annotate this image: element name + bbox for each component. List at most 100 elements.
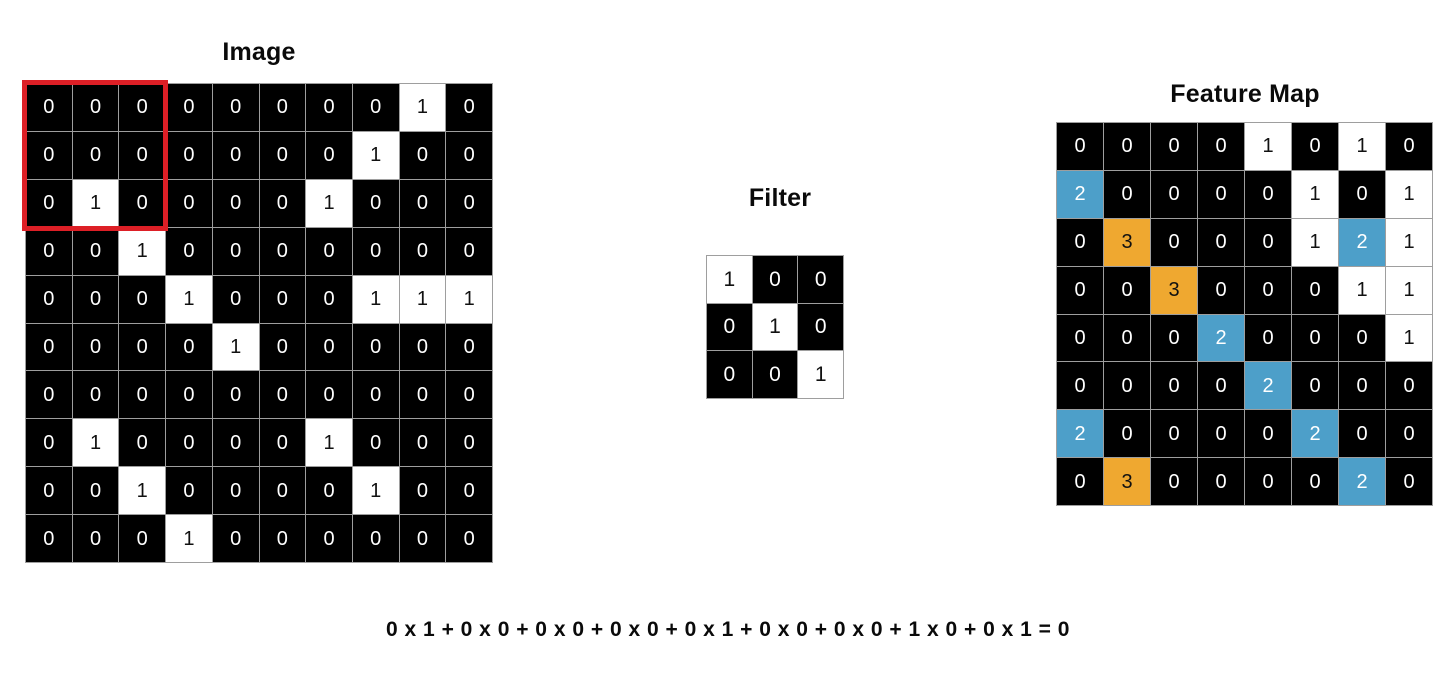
feature-map-cell-r8-c4: 0 — [1198, 458, 1244, 505]
image-cell-r1-c4: 0 — [166, 84, 212, 131]
feature-map-cell-r4-c1: 0 — [1057, 266, 1103, 314]
feature-map-cell-r3-c5: 0 — [1245, 218, 1291, 266]
image-cell-r1-c2: 0 — [72, 84, 119, 131]
image-cell-r5-c2: 0 — [72, 275, 119, 323]
feature-map-cell-r4-c3: 3 — [1151, 266, 1197, 314]
feature-map-cell-r6-c7: 0 — [1339, 362, 1385, 410]
filter-cell-r3-c3: 1 — [798, 351, 843, 398]
feature-map-cell-r3-c7: 2 — [1339, 218, 1385, 266]
feature-map-cell-r6-c8: 0 — [1386, 362, 1432, 410]
image-cell-r10-c3: 0 — [119, 515, 166, 562]
image-cell-r6-c6: 0 — [259, 323, 306, 371]
feature-map-cell-r1-c2: 0 — [1104, 123, 1150, 170]
feature-map-cell-r7-c3: 0 — [1151, 410, 1197, 458]
image-cell-r4-c9: 0 — [399, 227, 446, 275]
feature-map-cell-r1-c3: 0 — [1151, 123, 1197, 170]
image-cell-r8-c1: 0 — [26, 419, 72, 467]
image-cell-r3-c10: 0 — [446, 179, 492, 227]
image-cell-r8-c10: 0 — [446, 419, 492, 467]
image-cell-r5-c4: 1 — [166, 275, 212, 323]
filter-cell-r3-c2: 0 — [752, 351, 798, 398]
feature-map-cell-r2-c4: 0 — [1198, 170, 1244, 218]
feature-map-cell-r8-c6: 0 — [1292, 458, 1338, 505]
image-cell-r6-c10: 0 — [446, 323, 492, 371]
image-cell-r3-c3: 0 — [119, 179, 166, 227]
image-cell-r5-c8: 1 — [352, 275, 399, 323]
image-cell-r8-c8: 0 — [352, 419, 399, 467]
image-cell-r9-c7: 0 — [306, 467, 352, 515]
feature-map-cell-r2-c5: 0 — [1245, 170, 1291, 218]
feature-map-cell-r3-c6: 1 — [1292, 218, 1338, 266]
feature-map-cell-r2-c8: 1 — [1386, 170, 1432, 218]
image-cell-r9-c2: 0 — [72, 467, 119, 515]
filter-panel-title: Filter — [748, 184, 812, 212]
feature-map-cell-r8-c8: 0 — [1386, 458, 1432, 505]
feature-map-cell-r5-c4: 2 — [1198, 314, 1244, 362]
image-cell-r1-c7: 0 — [306, 84, 352, 131]
feature-map-cell-r5-c8: 1 — [1386, 314, 1432, 362]
image-cell-r3-c8: 0 — [352, 179, 399, 227]
image-cell-r4-c10: 0 — [446, 227, 492, 275]
image-cell-r3-c1: 0 — [26, 179, 72, 227]
image-panel-title: Image — [222, 38, 296, 66]
feature-map-cell-r8-c2: 3 — [1104, 458, 1150, 505]
image-cell-r4-c5: 0 — [212, 227, 259, 275]
feature-map-cell-r7-c5: 0 — [1245, 410, 1291, 458]
image-cell-r10-c9: 0 — [399, 515, 446, 562]
image-cell-r6-c7: 0 — [306, 323, 352, 371]
image-cell-r8-c6: 0 — [259, 419, 306, 467]
feature-map-cell-r6-c2: 0 — [1104, 362, 1150, 410]
image-cell-r7-c10: 0 — [446, 371, 492, 419]
image-cell-r2-c4: 0 — [166, 131, 212, 179]
image-cell-r4-c4: 0 — [166, 227, 212, 275]
feature-map-cell-r7-c6: 2 — [1292, 410, 1338, 458]
feature-map-cell-r4-c4: 0 — [1198, 266, 1244, 314]
feature-map-panel-title: Feature Map — [1170, 80, 1320, 108]
image-cell-r10-c8: 0 — [352, 515, 399, 562]
feature-map-cell-r7-c8: 0 — [1386, 410, 1432, 458]
image-cell-r7-c2: 0 — [72, 371, 119, 419]
image-cell-r1-c8: 0 — [352, 84, 399, 131]
image-cell-r4-c6: 0 — [259, 227, 306, 275]
image-cell-r8-c7: 1 — [306, 419, 352, 467]
feature-map-cell-r6-c3: 0 — [1151, 362, 1197, 410]
feature-map-cell-r1-c4: 0 — [1198, 123, 1244, 170]
image-cell-r4-c7: 0 — [306, 227, 352, 275]
feature-map-cell-r7-c1: 2 — [1057, 410, 1103, 458]
feature-map-cell-r8-c7: 2 — [1339, 458, 1385, 505]
feature-map-cell-r5-c1: 0 — [1057, 314, 1103, 362]
image-cell-r2-c10: 0 — [446, 131, 492, 179]
feature-map-cell-r5-c2: 0 — [1104, 314, 1150, 362]
image-cell-r6-c5: 1 — [212, 323, 259, 371]
feature-map-cell-r4-c8: 1 — [1386, 266, 1432, 314]
image-cell-r10-c6: 0 — [259, 515, 306, 562]
filter-cell-r1-c2: 0 — [752, 256, 798, 303]
feature-map-cell-r3-c4: 0 — [1198, 218, 1244, 266]
filter-cell-r2-c3: 0 — [798, 303, 843, 351]
image-cell-r10-c7: 0 — [306, 515, 352, 562]
feature-map-cell-r1-c5: 1 — [1245, 123, 1291, 170]
image-cell-r2-c6: 0 — [259, 131, 306, 179]
image-cell-r6-c2: 0 — [72, 323, 119, 371]
image-cell-r5-c5: 0 — [212, 275, 259, 323]
image-cell-r8-c9: 0 — [399, 419, 446, 467]
feature-map-cell-r3-c2: 3 — [1104, 218, 1150, 266]
image-cell-r1-c3: 0 — [119, 84, 166, 131]
image-cell-r5-c7: 0 — [306, 275, 352, 323]
feature-map-cell-r4-c2: 0 — [1104, 266, 1150, 314]
image-cell-r1-c10: 0 — [446, 84, 492, 131]
feature-map-cell-r2-c2: 0 — [1104, 170, 1150, 218]
image-cell-r10-c5: 0 — [212, 515, 259, 562]
feature-map-cell-r7-c7: 0 — [1339, 410, 1385, 458]
image-cell-r8-c2: 1 — [72, 419, 119, 467]
image-cell-r9-c5: 0 — [212, 467, 259, 515]
image-cell-r5-c3: 0 — [119, 275, 166, 323]
image-cell-r7-c5: 0 — [212, 371, 259, 419]
feature-map-cell-r6-c4: 0 — [1198, 362, 1244, 410]
feature-map-cell-r1-c1: 0 — [1057, 123, 1103, 170]
feature-map-cell-r7-c4: 0 — [1198, 410, 1244, 458]
feature-map-cell-r1-c8: 0 — [1386, 123, 1432, 170]
feature-map-cell-r6-c5: 2 — [1245, 362, 1291, 410]
feature-map-cell-r2-c7: 0 — [1339, 170, 1385, 218]
